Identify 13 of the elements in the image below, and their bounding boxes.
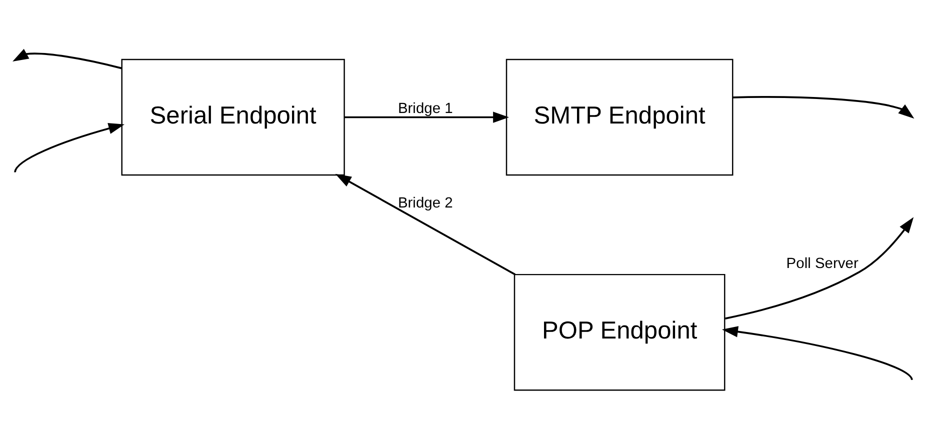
arrow <box>335 174 516 276</box>
edge-label: Poll Server <box>786 256 858 272</box>
arrow <box>722 326 913 380</box>
arrow <box>344 112 510 123</box>
arrow <box>724 217 914 320</box>
edge-label: Bridge 1 <box>398 101 453 118</box>
node-box: SMTP Endpoint <box>506 58 734 176</box>
edge-label: Bridge 2 <box>398 196 453 212</box>
node-box: Serial Endpoint <box>121 58 345 176</box>
arrow <box>14 123 124 173</box>
arrow <box>732 96 914 119</box>
node-box: POP Endpoint <box>514 274 726 391</box>
arrow <box>12 48 122 70</box>
